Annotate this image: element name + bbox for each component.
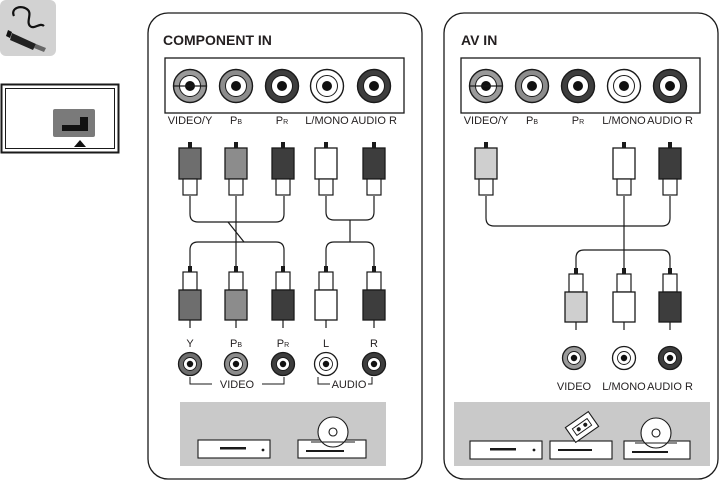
av-jack-label: VIDEO/Y <box>464 115 509 127</box>
component-plug-bottom-video-y <box>178 266 202 328</box>
av-jack-audio-r[interactable]: AUDIO R <box>647 68 693 128</box>
av-device-jack-label: VIDEO <box>557 381 592 393</box>
component-device-jack-y[interactable]: Y <box>177 338 203 377</box>
av-plug-top-audio-r <box>658 142 682 196</box>
av-device-jack-label: L/MONO <box>602 381 646 393</box>
video-group-label: VIDEO <box>220 379 255 391</box>
component-jack-label: L/MONO <box>305 115 349 127</box>
component-device-jack-pr[interactable]: PR <box>270 338 296 377</box>
component-plug-top-l-mono <box>314 142 338 196</box>
component-device-jack-label: R <box>370 338 378 350</box>
disc-player-icon <box>297 416 367 459</box>
av-jack-pr[interactable]: PR <box>560 68 596 128</box>
component-jack-audio-r[interactable]: AUDIO R <box>351 68 397 128</box>
av-plug-bottom-l-mono <box>612 268 636 330</box>
component-cables <box>189 196 375 270</box>
component-plug-top-video-y <box>178 142 202 196</box>
dvd-player-icon <box>197 439 271 459</box>
av-device-jack-video[interactable]: VIDEO <box>557 345 592 394</box>
vcr-tape-icon <box>549 410 613 460</box>
av-device-jack-label: AUDIO R <box>647 381 693 393</box>
component-device-jack-label: Y <box>186 338 194 350</box>
component-device-jack-label: L <box>323 338 329 350</box>
av-device-jack-audio-r[interactable]: AUDIO R <box>647 345 693 394</box>
video-group-bracket: VIDEO <box>189 377 285 391</box>
component-jack-label: AUDIO R <box>351 115 397 127</box>
component-plug-bottom-pr <box>271 266 295 328</box>
component-plug-top-pb <box>224 142 248 196</box>
component-jack-l-mono[interactable]: L/MONO <box>305 68 349 128</box>
av-jack-pb[interactable]: PB <box>514 68 550 128</box>
component-device-jack-l[interactable]: L <box>313 338 339 377</box>
av-plug-bottom-audio-r <box>658 268 682 330</box>
av-cables <box>485 196 671 272</box>
av-plug-top-l-mono <box>612 142 636 196</box>
dvd-player-icon <box>469 440 543 460</box>
component-plug-bottom-l-mono <box>314 266 338 328</box>
tv-rear-jack-icon <box>0 83 120 154</box>
component-plug-bottom-audio-r <box>362 266 386 328</box>
av-jack-video-y[interactable]: VIDEO/Y <box>464 68 509 128</box>
component-jack-label: VIDEO/Y <box>168 115 213 127</box>
component-device-jack-r[interactable]: R <box>361 338 387 377</box>
av-jack-label: AUDIO R <box>647 115 693 127</box>
av-plug-bottom-video <box>564 268 588 330</box>
component-panel-title: COMPONENT IN <box>163 32 272 48</box>
component-plug-bottom-pb <box>224 266 248 328</box>
av-device-jack-l-mono[interactable]: L/MONO <box>602 345 646 394</box>
av-plug-top-video <box>474 142 498 196</box>
component-jack-video-y[interactable]: VIDEO/Y <box>168 68 213 128</box>
av-panel-title: AV IN <box>461 32 497 48</box>
cable-plug-icon <box>0 0 56 56</box>
av-jack-label: L/MONO <box>602 115 646 127</box>
component-plug-top-pr <box>271 142 295 196</box>
av-jack-l-mono[interactable]: L/MONO <box>602 68 646 128</box>
disc-player-icon <box>623 417 691 460</box>
component-plug-top-audio-r <box>362 142 386 196</box>
audio-group-bracket: AUDIO <box>317 377 373 391</box>
component-jack-pr[interactable]: PR <box>264 68 300 128</box>
audio-group-label: AUDIO <box>332 379 367 391</box>
